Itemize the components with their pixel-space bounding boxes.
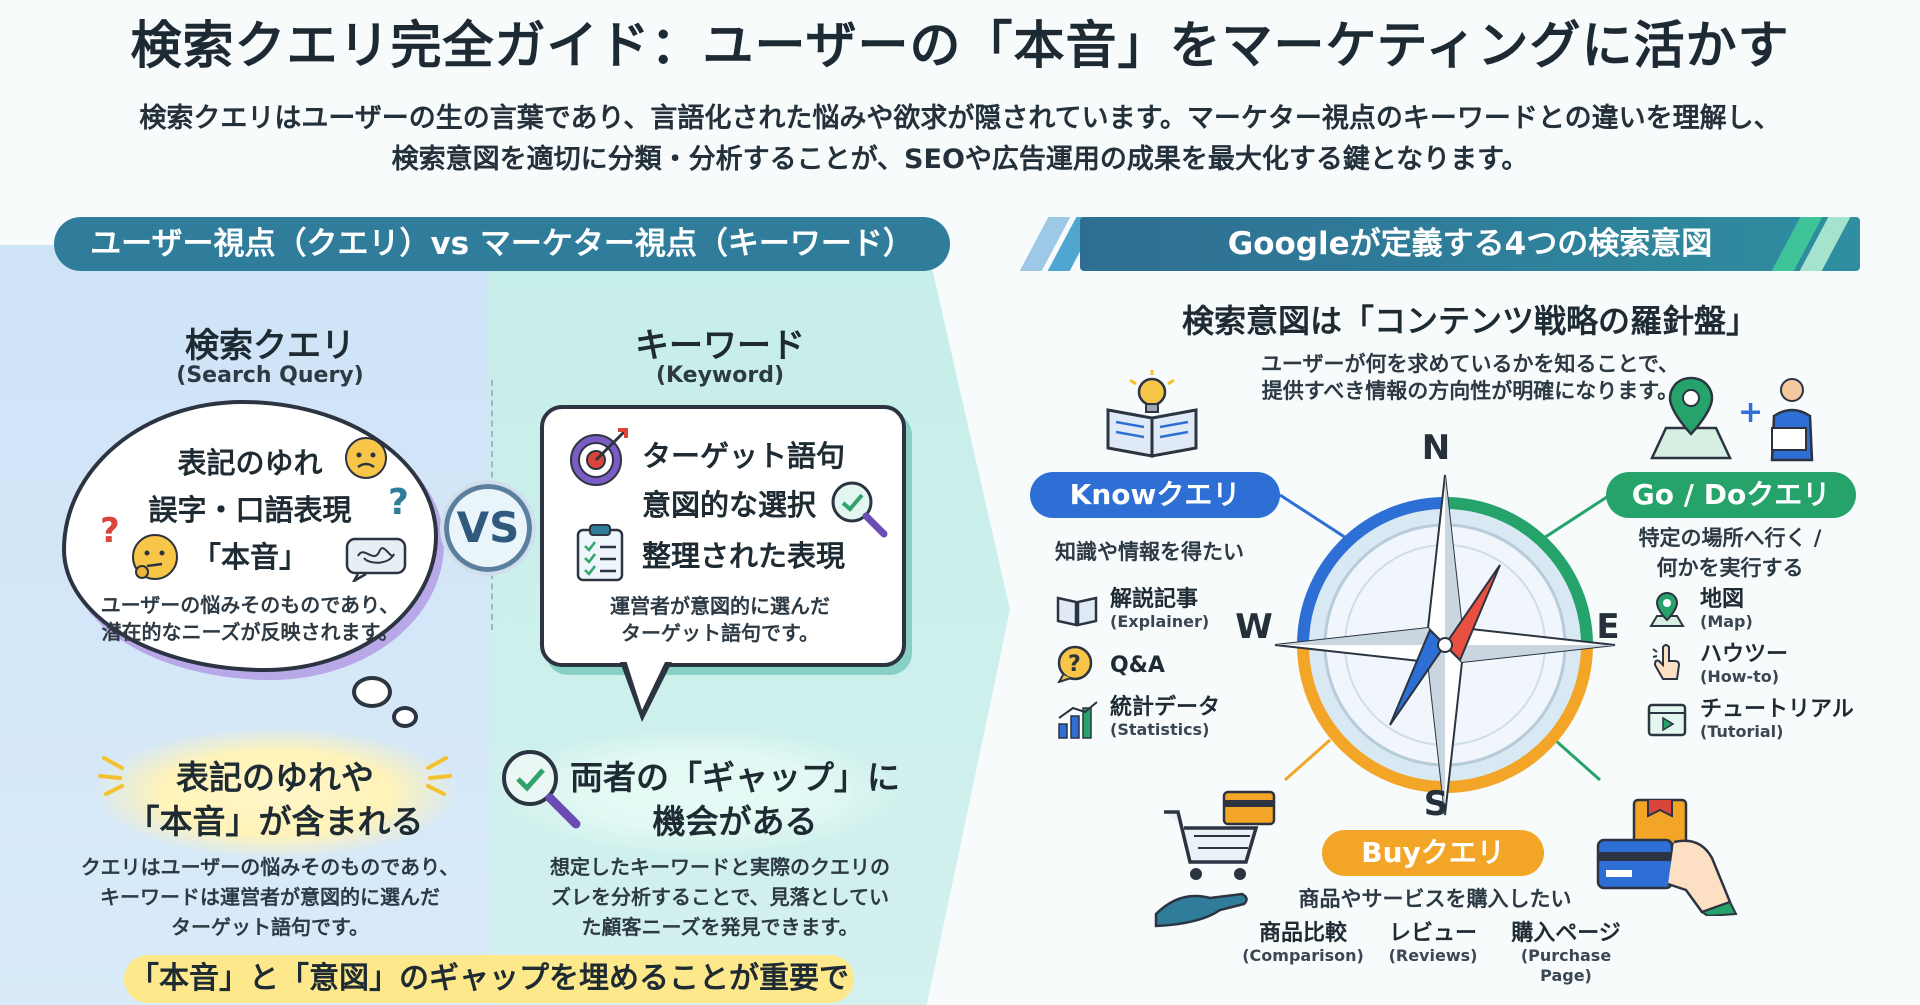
query-heading: 検索クエリ xyxy=(185,326,355,366)
magnifier-check-icon xyxy=(831,481,888,538)
cart-hand-icon xyxy=(1154,790,1276,928)
buy-item-comparison: 商品比較 (Comparison) xyxy=(1242,921,1364,966)
intents-banner: Googleが定義する4つの検索意図 xyxy=(1080,217,1860,271)
magnifier-check-icon xyxy=(502,750,581,829)
intents-lead-line-2: 提供すべき情報の方向性が明確になります。 xyxy=(1261,379,1679,403)
go-do-query-label: Go / Doクエリ xyxy=(1606,472,1856,518)
know-item-statistics: 統計データ (Statistics) xyxy=(1110,695,1221,740)
buy-query-label: Buyクエリ xyxy=(1322,830,1544,876)
query-subheading: (Search Query) xyxy=(176,363,364,388)
conclusion-banner: 「本音」と「意図」のギャップを埋めることが重要です。 xyxy=(124,955,854,1003)
intro-text-line-2: 検索意図を適切に分類・分析することが、SEOや広告運用の成果を最大化する鍵となり… xyxy=(391,144,1529,175)
keyword-heading: キーワード xyxy=(635,326,805,366)
book-icon xyxy=(1054,590,1100,630)
question-mark-icon: ? xyxy=(100,511,120,550)
keyword-feature-3: 整理された表現 xyxy=(642,539,846,573)
speech-box-tail-fill xyxy=(626,660,666,710)
keyword-feature-1: ターゲット語句 xyxy=(642,439,846,473)
intents-lead-line-1: ユーザーが何を求めているかを知ることで、 xyxy=(1260,352,1680,376)
thinking-face-icon xyxy=(132,534,178,580)
buy-query-desc: 商品やサービスを購入したい xyxy=(1298,887,1572,911)
intents-heading: 検索意図は「コンテンツ戦略の羅針盤」 xyxy=(1181,302,1758,340)
go-do-query-desc: 特定の場所へ行く / 何かを実行する xyxy=(1638,526,1822,580)
point-left-body: クエリはユーザーの悩みそのものであり、 キーワードは運営者が意図的に選んだ ター… xyxy=(80,855,460,939)
compass-west-label: W xyxy=(1235,607,1273,647)
pointing-hand-icon xyxy=(1644,644,1690,684)
worried-face-icon xyxy=(345,437,387,479)
thought-bubble-dot xyxy=(352,676,392,708)
clipboard-checklist-icon xyxy=(576,524,624,582)
intro-text-line-1: 検索クエリはユーザーの生の言葉であり、言語化された悩みや欲求が隠されています。マ… xyxy=(139,103,1781,134)
know-query-label: Knowクエリ xyxy=(1030,472,1280,518)
go-item-howto: ハウツー (How-to) xyxy=(1700,642,1789,687)
know-item-explainer: 解説記事 (Explainer) xyxy=(1110,587,1210,632)
comparison-banner: ユーザー視点（クエリ）vs マーケター視点（キーワード） xyxy=(54,217,950,271)
thought-bubble-dot xyxy=(392,706,418,728)
compass-north-label: N xyxy=(1421,428,1451,468)
compass-diagram xyxy=(1274,474,1616,816)
know-item-qa: Q&A xyxy=(1110,653,1165,678)
know-query-desc: 知識や情報を得たい xyxy=(1055,540,1244,564)
sparkle-lines-icon xyxy=(98,756,124,796)
keyword-subheading: (Keyword) xyxy=(655,363,785,388)
target-icon xyxy=(570,428,628,486)
map-pin-icon xyxy=(1644,590,1690,630)
sparkle-lines-icon xyxy=(426,756,452,796)
credit-card-hand-icon xyxy=(1596,798,1738,916)
point-right-heading: 両者の「ギャップ」に 機会がある xyxy=(570,758,900,841)
keyword-caption: 運営者が意図的に選んだ ターゲット語句です。 xyxy=(610,594,830,645)
compass-south-label: S xyxy=(1423,784,1449,824)
question-mark-icon: ? xyxy=(388,482,409,522)
point-right-body: 想定したキーワードと実際のクエリの ズレを分析することで、見落としてい た顧客ニ… xyxy=(550,855,890,939)
question-bubble-icon: ? xyxy=(1054,644,1100,684)
map-pin-person-icon: + xyxy=(1650,376,1814,462)
keyword-feature-2: 意図的な選択 xyxy=(642,488,817,522)
vs-badge: VS xyxy=(440,480,536,576)
svg-text:?: ? xyxy=(388,482,409,522)
bar-chart-icon xyxy=(1054,700,1100,740)
query-caption: ユーザーの悩みそのものであり、 潜在的なニーズが反映されます。 xyxy=(100,593,400,644)
page-title: 検索クエリ完全ガイド：ユーザーの「本音」をマーケティングに活かす xyxy=(130,17,1790,76)
compass-east-label: E xyxy=(1596,607,1620,647)
go-item-tutorial: チュートリアル (Tutorial) xyxy=(1700,697,1854,742)
video-player-icon xyxy=(1644,700,1690,740)
open-book-lightbulb-icon xyxy=(1106,370,1198,458)
tangled-speech-icon xyxy=(345,537,407,582)
go-item-map: 地図 (Map) xyxy=(1700,587,1753,632)
buy-item-reviews: レビュー (Reviews) xyxy=(1388,921,1478,966)
highlight-glow xyxy=(96,728,456,858)
point-left-heading: 表記のゆれや 「本音」が含まれる xyxy=(126,758,424,841)
highlight-glow xyxy=(500,730,900,854)
query-feature-3: 「本音」 xyxy=(191,540,308,574)
svg-text:+: + xyxy=(1738,395,1763,430)
svg-text:?: ? xyxy=(1068,652,1081,677)
svg-text:?: ? xyxy=(100,511,120,550)
query-feature-1: 表記のゆれ xyxy=(177,446,323,480)
query-feature-2: 誤字・口語表現 xyxy=(148,493,352,527)
buy-item-purchase-page: 購入ページ (Purchase Page) xyxy=(1511,921,1621,986)
